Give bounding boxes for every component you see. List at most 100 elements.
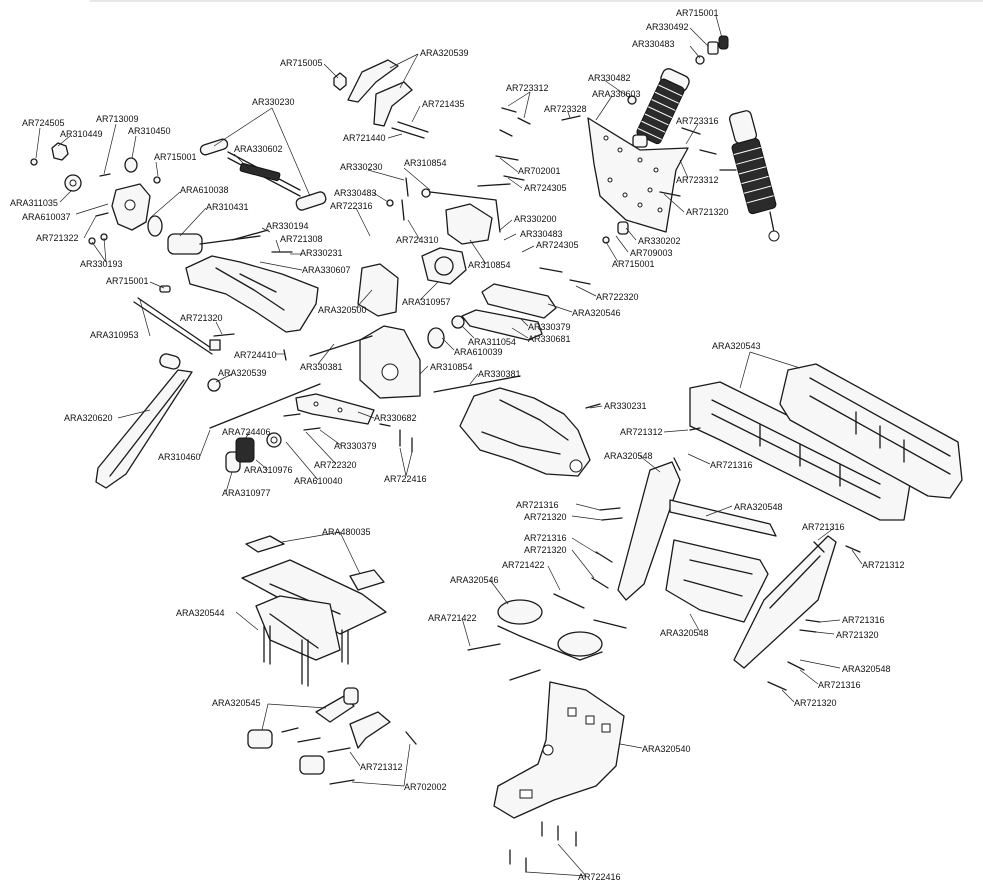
part-label: AR330682 xyxy=(374,413,417,423)
part-label: AR721440 xyxy=(343,133,386,143)
part-label: AR722416 xyxy=(384,474,427,484)
part-label: ARA330603 xyxy=(592,89,641,99)
part-label: AR330483 xyxy=(334,188,377,198)
part-label: AR310854 xyxy=(430,362,473,372)
part-label: AR721312 xyxy=(620,427,663,437)
hub-carrier-drawing xyxy=(30,142,163,245)
part-label: AR709003 xyxy=(630,248,673,258)
part-label: ARA320544 xyxy=(176,608,225,618)
part-label: AR310854 xyxy=(468,260,511,270)
part-label: ARA310977 xyxy=(222,488,271,498)
part-label: ARA330607 xyxy=(302,265,351,275)
part-label: AR310449 xyxy=(60,129,103,139)
part-label: AR330231 xyxy=(300,248,343,258)
part-label: AR723312 xyxy=(676,175,719,185)
drive-shaft-drawing xyxy=(167,233,261,255)
part-label: AR702002 xyxy=(404,782,447,792)
part-label: ARA320548 xyxy=(734,502,783,512)
part-label: AR713009 xyxy=(96,114,139,124)
part-label: AR715005 xyxy=(280,58,323,68)
steering-rack-drawing xyxy=(467,593,627,681)
part-label: ARA610040 xyxy=(294,476,343,486)
part-label: AR722316 xyxy=(330,201,373,211)
part-label: ARA320539 xyxy=(218,368,267,378)
wing-mount-drawing xyxy=(241,535,387,687)
part-label: ARA610039 xyxy=(454,347,503,357)
part-label: AR721308 xyxy=(280,234,323,244)
part-label: ARA320500 xyxy=(318,305,367,315)
part-label: AR702001 xyxy=(518,166,561,176)
part-label: AR330230 xyxy=(340,162,383,172)
part-label: AR330200 xyxy=(514,214,557,224)
turnbuckle-drawing xyxy=(199,138,327,211)
brace-drawing xyxy=(95,353,221,489)
front-arm-drawing xyxy=(459,387,591,477)
part-label: AR722416 xyxy=(578,872,621,882)
part-label: AR723328 xyxy=(544,104,587,114)
suspension-mount-drawing xyxy=(209,283,557,431)
part-label: AR721316 xyxy=(524,533,567,543)
part-label: ARA320548 xyxy=(660,628,709,638)
part-label: AR310854 xyxy=(404,158,447,168)
part-label: AR721316 xyxy=(842,615,885,625)
part-label: AR715001 xyxy=(154,152,197,162)
wing-bracket-drawing xyxy=(247,687,417,785)
shock-absorber-rear-drawing xyxy=(728,110,780,242)
part-label: AR721312 xyxy=(360,762,403,772)
bumper-mount-drawing xyxy=(617,461,837,669)
part-label: ARA721422 xyxy=(428,613,477,623)
part-label: AR310450 xyxy=(128,126,171,136)
part-label: AR724505 xyxy=(22,118,65,128)
part-label: AR721320 xyxy=(524,512,567,522)
leader-lines xyxy=(35,15,863,877)
part-label: ARA320548 xyxy=(842,664,891,674)
parts-artwork xyxy=(30,35,963,873)
hinge-pin-drawing xyxy=(133,285,221,355)
part-label: AR715001 xyxy=(106,276,149,286)
part-label: AR721320 xyxy=(794,698,837,708)
part-label: AR330381 xyxy=(478,369,521,379)
part-label: ARA320620 xyxy=(64,413,113,423)
part-label: ARA320546 xyxy=(450,575,499,585)
part-labels: AR715001 AR330492 AR330483 AR715005 ARA3… xyxy=(10,8,905,882)
part-label: AR724305 xyxy=(524,183,567,193)
part-label: AR721320 xyxy=(686,207,729,217)
part-label: AR721316 xyxy=(818,680,861,690)
part-label: AR724310 xyxy=(396,235,439,245)
part-label: AR330482 xyxy=(588,73,631,83)
part-label: AR330231 xyxy=(604,401,647,411)
part-label: AR721316 xyxy=(516,500,559,510)
part-label: AR715001 xyxy=(676,8,719,18)
part-label: ARA330602 xyxy=(234,144,283,154)
part-label: AR715001 xyxy=(612,259,655,269)
part-label: AR724305 xyxy=(536,240,579,250)
part-label: AR721322 xyxy=(36,233,79,243)
part-label: ARA320545 xyxy=(212,698,261,708)
gears-drawing xyxy=(225,432,282,473)
bolts-drawing xyxy=(213,95,861,691)
part-label: AR721316 xyxy=(802,522,845,532)
steering-arms-drawing xyxy=(333,59,429,139)
part-label: AR330202 xyxy=(638,236,681,246)
part-label: ARA310957 xyxy=(402,297,451,307)
lower-arm-drawing xyxy=(185,229,319,333)
part-label: ARA610037 xyxy=(22,212,71,222)
part-label: ARA311054 xyxy=(468,337,516,347)
part-label: ARA610038 xyxy=(180,185,229,195)
part-label: AR330381 xyxy=(300,362,343,372)
skid-plate-drawing xyxy=(493,681,625,873)
part-label: AR721422 xyxy=(502,560,545,570)
part-label: AR310460 xyxy=(158,452,201,462)
part-label: AR723312 xyxy=(506,83,549,93)
part-label: AR310431 xyxy=(206,202,249,212)
gearbox-drawing xyxy=(309,177,521,399)
part-label: AR721316 xyxy=(710,460,753,470)
part-label: AR724410 xyxy=(234,350,277,360)
shock-tower-drawing xyxy=(587,117,689,233)
side-guard-drawing xyxy=(689,363,963,521)
part-label: AR723316 xyxy=(676,116,719,126)
part-label: AR330194 xyxy=(266,221,309,231)
part-label: AR722320 xyxy=(314,460,357,470)
part-label: AR330193 xyxy=(80,259,123,269)
part-label: ARA310976 xyxy=(244,465,293,475)
